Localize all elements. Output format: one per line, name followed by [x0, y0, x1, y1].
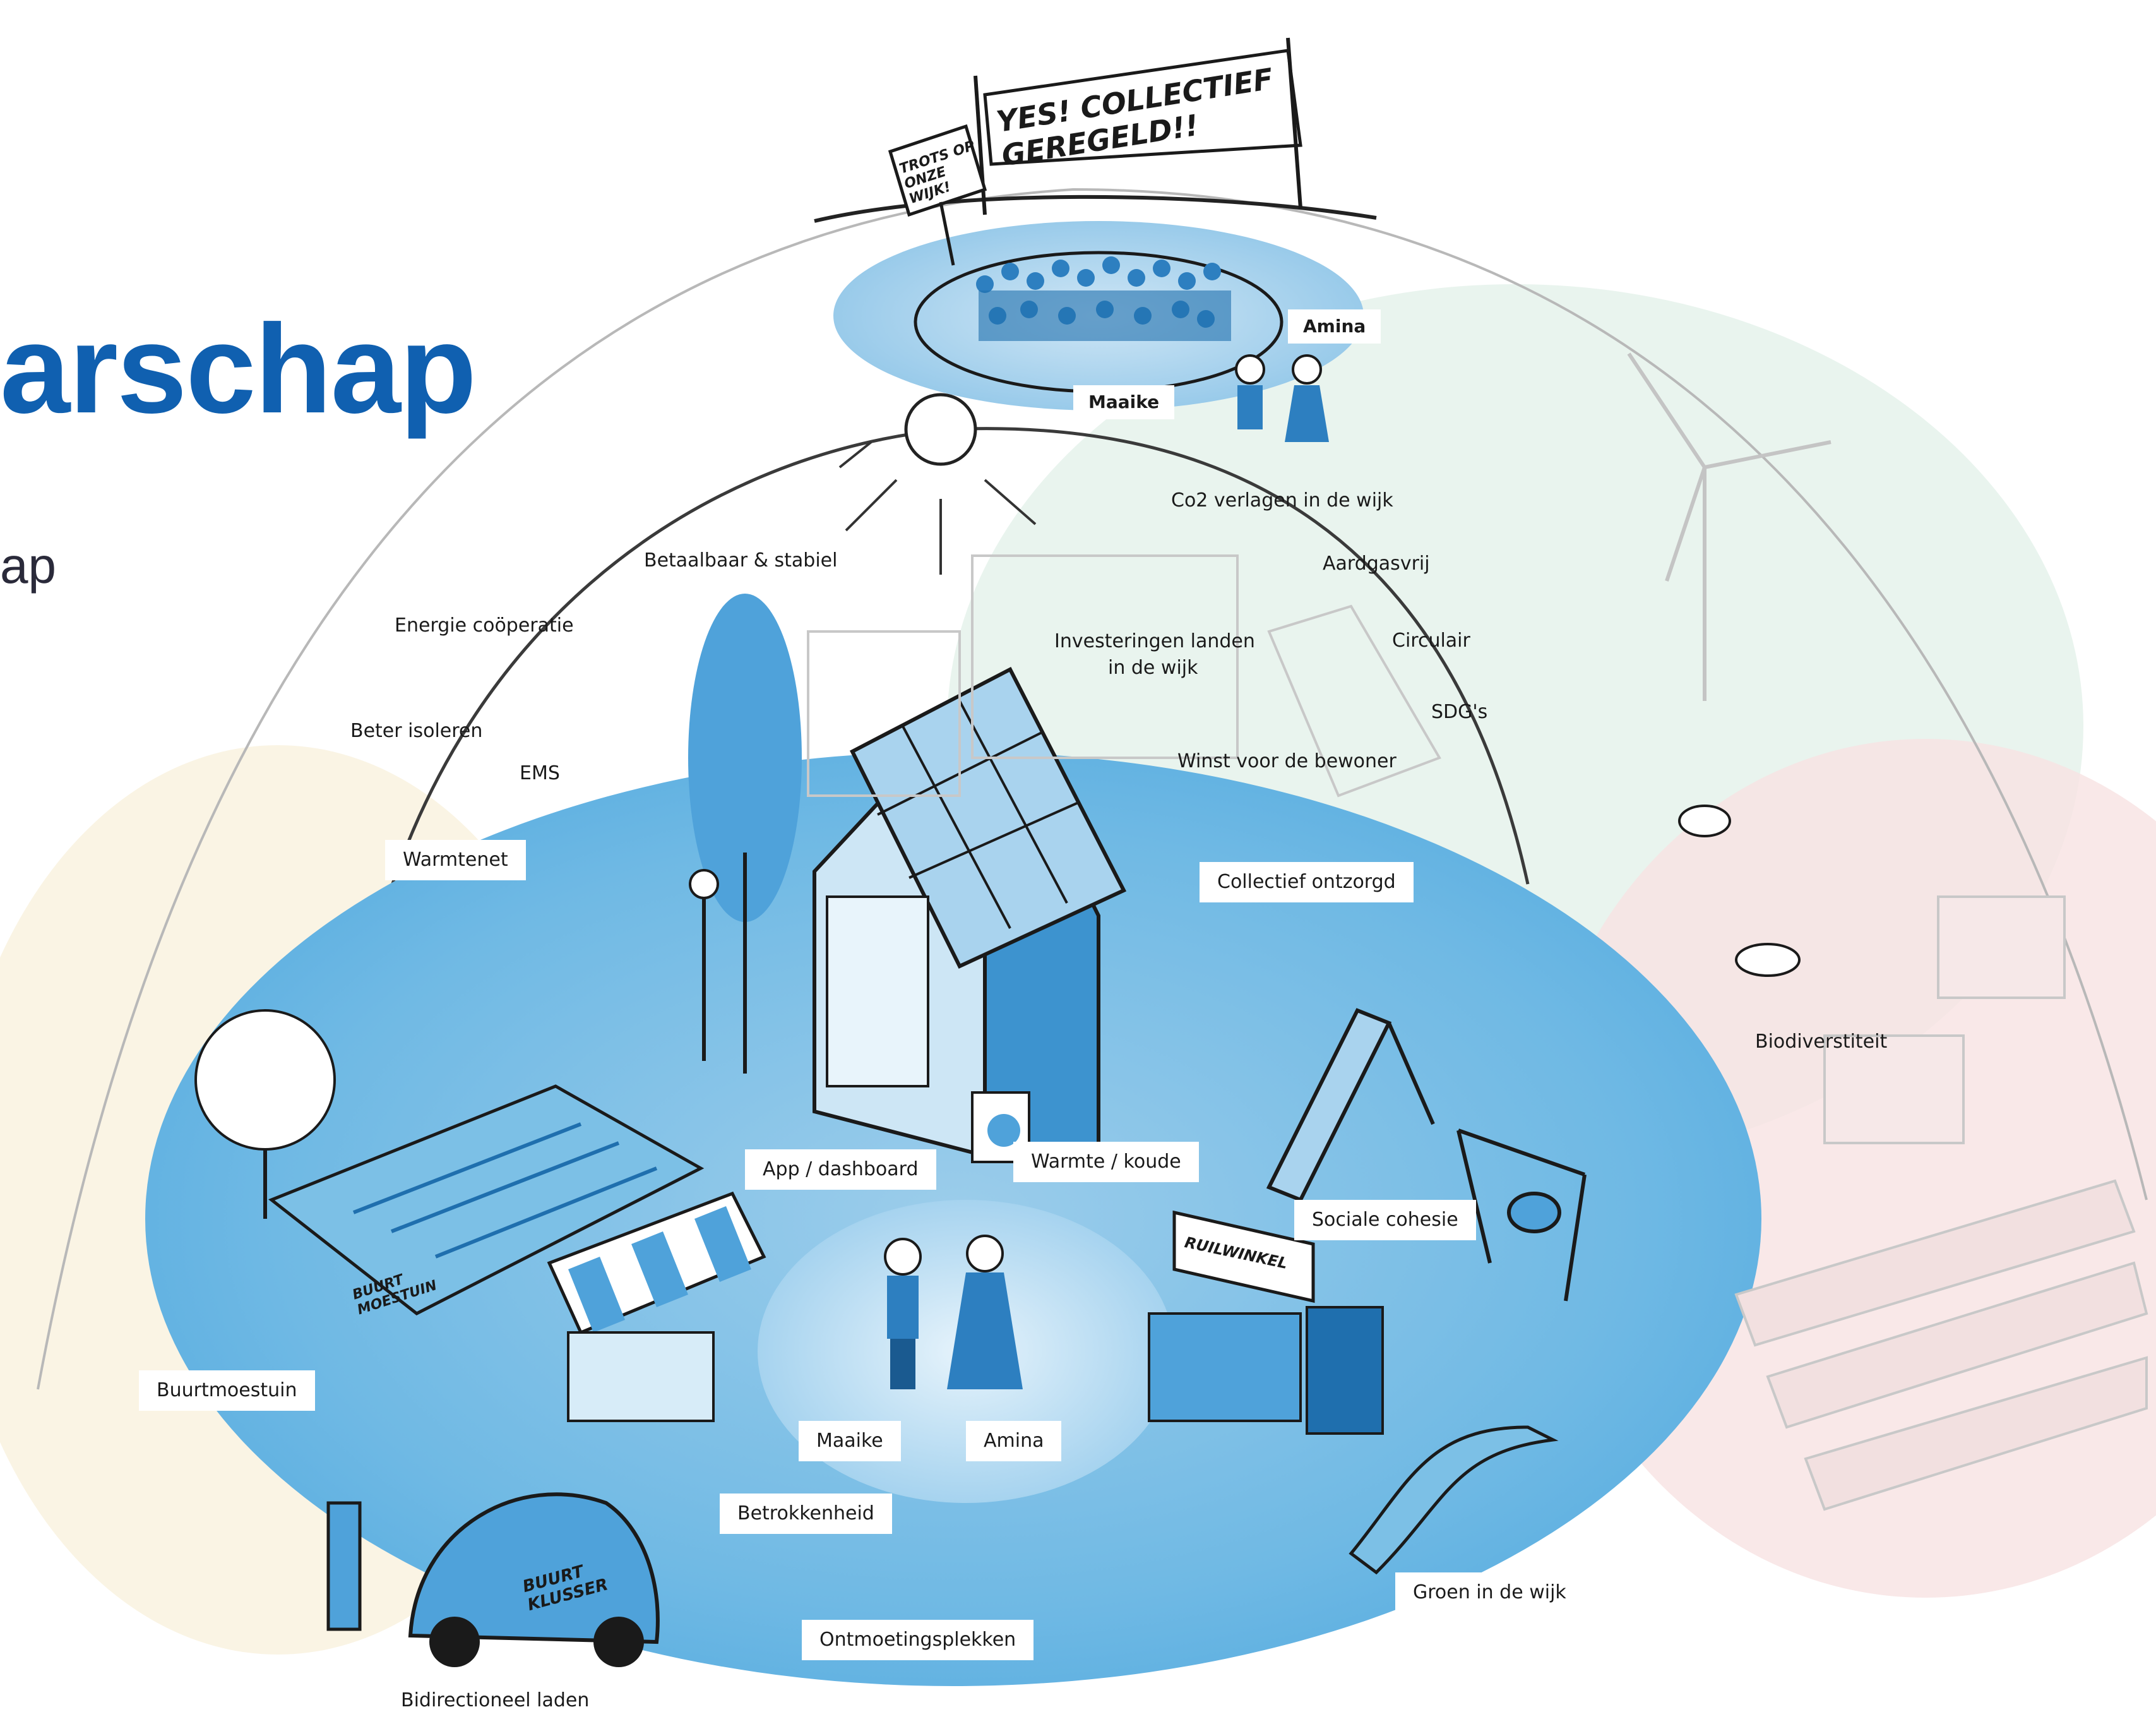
tree-tall [688, 594, 802, 922]
sun [904, 393, 977, 466]
market-stall [547, 1191, 766, 1422]
label-maaike: Maaike [799, 1421, 901, 1461]
swap-stand [1148, 1210, 1384, 1435]
people-center [884, 1235, 1023, 1389]
playground [1266, 1008, 1587, 1302]
background-buildings [807, 554, 1441, 798]
label-aardgasvrij: Aardgasvrij [1323, 553, 1430, 575]
label-ems: EMS [520, 762, 560, 784]
windmill [1627, 352, 1831, 701]
page-subtitle: ap [0, 537, 56, 594]
label-bidirectioneel: Bidirectioneel laden [401, 1689, 590, 1711]
outer-dome-arc [37, 188, 2148, 1390]
main-banner [983, 49, 1302, 166]
label-investeringen-1: Investeringen landen [1054, 630, 1255, 652]
electric-car [408, 1492, 660, 1667]
label-sdgs: SDG's [1431, 701, 1488, 723]
crowd [976, 256, 1231, 341]
low-wall [1349, 1425, 1559, 1575]
label-sociale: Sociale cohesie [1294, 1200, 1476, 1240]
label-energie: Energie coöperatie [395, 614, 574, 637]
page-title: arschap [0, 299, 477, 440]
label-maaike-top: Maaike [1073, 385, 1175, 419]
bee [1678, 805, 1731, 837]
label-beter-isoleren: Beter isoleren [350, 720, 483, 742]
label-collectief: Collectief ontzorgd [1200, 862, 1414, 902]
label-amina: Amina [966, 1421, 1062, 1461]
label-warmtenet: Warmtenet [385, 840, 526, 880]
label-amina-top: Amina [1288, 309, 1381, 344]
central-house [813, 666, 1127, 1158]
butterfly [1735, 943, 1801, 977]
label-biodiversiteit: Biodiverstiteit [1755, 1031, 1888, 1053]
label-buurtmoestuin: Buurtmoestuin [139, 1370, 315, 1411]
label-co2: Co2 verlagen in de wijk [1171, 489, 1393, 512]
right-buildings [1823, 895, 2066, 1144]
label-betaalbaar: Betaalbaar & stabiel [644, 549, 838, 572]
figures-top [1235, 354, 1329, 442]
charging-station [326, 1501, 362, 1631]
solar-panels [1734, 1179, 2148, 1511]
label-app: App / dashboard [745, 1149, 936, 1190]
garden-bed [268, 1084, 705, 1315]
label-winst: Winst voor de bewoner [1177, 750, 1397, 772]
label-groen: Groen in de wijk [1395, 1572, 1584, 1613]
label-investeringen-2: in de wijk [1108, 657, 1198, 679]
label-ontmoeting: Ontmoetingsplekken [802, 1620, 1034, 1660]
label-warmte: Warmte / koude [1013, 1142, 1199, 1182]
small-sign [888, 124, 987, 217]
tree-left [194, 1009, 336, 1151]
horizon-line [814, 195, 1377, 223]
label-betrokkenheid: Betrokkenheid [720, 1494, 892, 1534]
label-circulair: Circulair [1392, 630, 1470, 652]
